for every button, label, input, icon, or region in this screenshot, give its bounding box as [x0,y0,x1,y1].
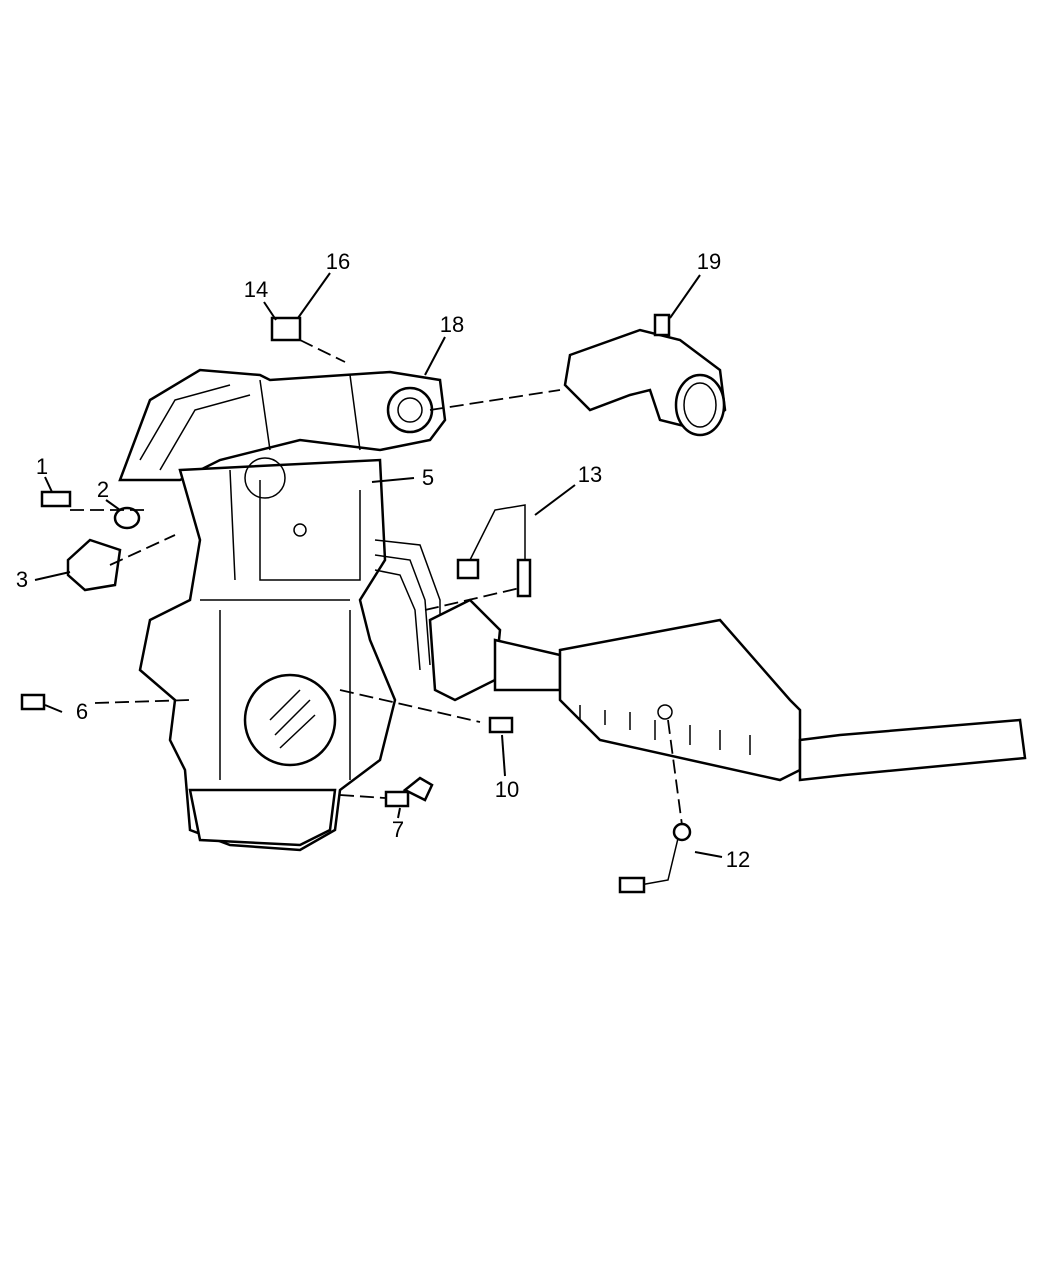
part-6 [20,693,46,711]
part-3 [66,538,122,592]
callout-13: 13 [577,462,603,487]
part-7 [384,790,410,808]
callout-16: 16 [325,249,351,274]
callout-19: 19 [696,249,722,274]
engine-block [138,457,397,852]
part-1 [40,490,72,508]
part-2 [113,506,141,530]
part-10 [488,716,514,734]
air-intake-hose [563,313,727,437]
callout-7: 7 [391,817,405,842]
callout-1: 1 [35,454,49,479]
callout-14: 14 [243,277,269,302]
callout-2: 2 [96,477,110,502]
part-13 [469,504,526,565]
sensor-parts [20,316,692,894]
callout-18: 18 [439,312,465,337]
callout-6: 6 [75,699,89,724]
intake-manifold [118,368,447,482]
callout-10: 10 [494,777,520,802]
callout-5: 5 [421,465,435,490]
callout-3: 3 [15,567,29,592]
part-12 [639,829,681,886]
leader-lines [34,272,723,858]
exhaust-system [374,539,1027,782]
part-14-16 [270,316,302,342]
callout-12: 12 [725,847,751,872]
